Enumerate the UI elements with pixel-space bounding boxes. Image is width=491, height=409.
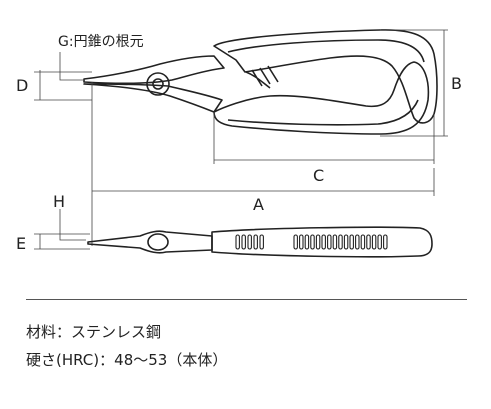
- grip-slot: [247, 234, 252, 250]
- lower-handle-grip: [227, 99, 419, 126]
- grip-slot: [253, 234, 258, 250]
- spec-material-sep: ：: [56, 323, 72, 341]
- pliers-top-view: [83, 29, 438, 135]
- grip-slot: [343, 234, 349, 250]
- spec-hardness-label: 硬さ(HRC): [26, 351, 100, 369]
- upper-handle-grip: [227, 39, 425, 63]
- grip-slot: [235, 234, 240, 250]
- upper-jaw: [83, 55, 225, 85]
- grip-slot: [304, 234, 310, 250]
- label-b: B: [451, 74, 462, 93]
- side-pivot: [147, 233, 169, 251]
- label-a: A: [253, 195, 264, 214]
- spec-material-label: 材料: [26, 323, 57, 341]
- grip-slots-front: [235, 234, 264, 250]
- spec-block: 材料：ステンレス鋼 硬さ(HRC)：48～53（本体）: [26, 318, 466, 374]
- lower-jaw: [83, 83, 223, 113]
- label-g: G:円錐の根元: [58, 34, 144, 50]
- spec-hardness-sep: ：: [99, 351, 115, 369]
- lower-handle: [213, 61, 430, 135]
- dimension-lines-side: [34, 209, 90, 250]
- grip-slot: [371, 234, 377, 250]
- label-c: C: [313, 166, 324, 185]
- spec-material-value: ステンレス鋼: [71, 323, 162, 341]
- label-h: H: [53, 192, 65, 211]
- grip-slot: [315, 234, 321, 250]
- label-e: E: [16, 234, 26, 253]
- grip-slot: [360, 234, 366, 250]
- grip-slot: [338, 234, 343, 250]
- upper-handle: [213, 29, 438, 124]
- g-leader: [59, 52, 84, 81]
- grip-slot: [366, 234, 371, 250]
- grip-slot: [332, 234, 338, 250]
- grip-slot: [383, 234, 388, 250]
- spec-hardness-value: 48～53（本体）: [114, 351, 228, 369]
- grip-slot: [293, 234, 298, 250]
- label-d: D: [16, 76, 28, 95]
- spring: [245, 65, 279, 89]
- pivot-outer: [146, 72, 170, 96]
- grip-slot: [349, 234, 354, 250]
- dimension-lines-top: [34, 29, 448, 246]
- spec-material: 材料：ステンレス鋼: [26, 318, 466, 346]
- h-leader: [59, 209, 86, 241]
- divider-line: [26, 299, 467, 300]
- grip-slot: [241, 234, 246, 250]
- side-jaw: [87, 230, 213, 254]
- pivot-inner: [152, 78, 164, 90]
- grip-slot: [310, 234, 315, 250]
- grip-slot: [299, 234, 304, 250]
- pliers-dimension-diagram: G:円錐の根元 D B C A H E: [16, 29, 462, 258]
- grip-slot: [259, 234, 264, 250]
- grip-slot: [355, 234, 360, 250]
- grip-slot: [327, 234, 332, 250]
- spec-hardness: 硬さ(HRC)：48～53（本体）: [26, 346, 466, 374]
- grip-slots-rear: [293, 234, 388, 250]
- grip-slot: [321, 234, 326, 250]
- pliers-side-view: [87, 226, 433, 258]
- grip-slot: [377, 234, 382, 250]
- side-handle: [211, 226, 433, 258]
